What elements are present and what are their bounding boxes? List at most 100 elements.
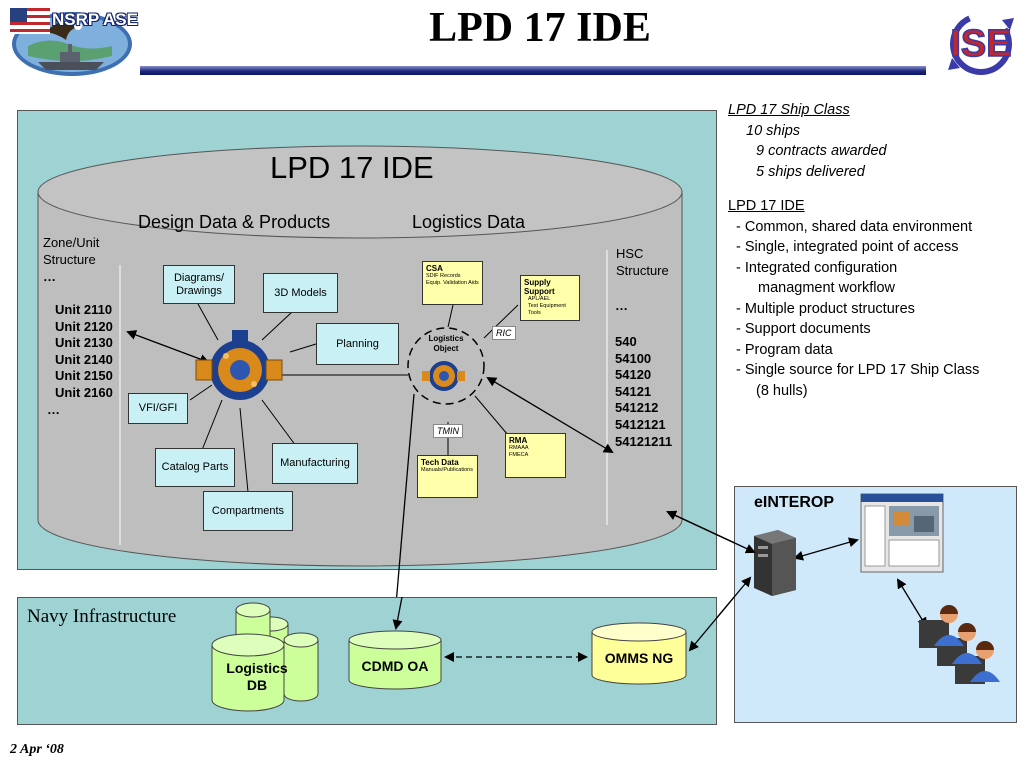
unit-item: Unit 2150 (55, 368, 113, 384)
tech-data-box[interactable]: Tech Data Manuals/Publications (417, 455, 478, 498)
logistics-to-cdmd-arrow (389, 393, 415, 630)
einterop-canvas (754, 493, 1000, 684)
logistics-gear-icon (422, 361, 465, 391)
cdmd-db-icon (348, 630, 442, 690)
ide-line: - Single, integrated point of access (736, 239, 959, 255)
gear-pump-icon (195, 330, 283, 400)
rma-line: RMAAA (509, 445, 529, 451)
supply-title-line-1: Supply (524, 278, 551, 287)
catalog-parts-box[interactable]: Catalog Parts (155, 448, 235, 487)
diagrams-line-2: Drawings (176, 284, 222, 297)
csa-box[interactable]: CSA SDIF Records Equip. Validation Aids (422, 261, 483, 305)
ship-class-line: 5 ships delivered (756, 163, 865, 180)
ide-line: - Single source for LPD 17 Ship Class (736, 362, 980, 378)
hsc-code: 54120 (615, 367, 652, 383)
server-omms-arrow-canvas (666, 510, 756, 652)
design-connectors (189, 303, 408, 493)
eagle-icon (46, 21, 82, 40)
zone-label-line-1: Zone/Unit (43, 235, 100, 250)
right-notes: LPD 17 Ship Class 10 ships 9 contracts a… (728, 100, 1024, 401)
supply-line: Tools (528, 310, 541, 316)
supply-line: Test Equipment (528, 303, 566, 309)
hsc-code: 54100 (615, 350, 652, 366)
logistics-data-label: Logistics Data (412, 212, 526, 232)
unit-item: Unit 2110 (55, 302, 113, 317)
ide-line: - Program data (736, 341, 833, 358)
csa-line: SDIF Records (426, 273, 461, 279)
ise-logo-text: ISE (950, 23, 1011, 65)
manufacturing-box[interactable]: Manufacturing (272, 443, 358, 484)
hsc-label-line-1: HSC (616, 246, 644, 261)
3d-models-box[interactable]: 3D Models (263, 273, 338, 313)
rma-line: FMECA (509, 452, 529, 458)
cdmd-oa-label[interactable]: CDMD OA (361, 658, 429, 674)
page-title: LPD 17 IDE (429, 5, 651, 51)
hsc-code: 54121 (615, 383, 652, 399)
logistics-object-line-2: Object (433, 344, 459, 353)
logistics-object-label: Logistics Object (412, 334, 480, 354)
supply-line: APL/AEL (528, 296, 551, 302)
diagrams-line-1: Diagrams/ (173, 271, 225, 284)
logistics-object-line-1: Logistics (428, 334, 464, 343)
nsrp-ase-logo (8, 6, 136, 78)
rma-title: RMA (509, 436, 528, 445)
unit-item: Unit 2160 (55, 384, 113, 400)
zone-structure-label: Zone/Unit Structure … (43, 234, 99, 285)
navy-infrastructure-title: Navy Infrastructure (27, 606, 177, 627)
omms-db-icon (591, 622, 687, 685)
navy-canvas (211, 597, 687, 712)
supply-title-line-2: Support (524, 287, 555, 296)
ship-class-line: 10 ships (746, 122, 801, 139)
planning-box[interactable]: Planning (316, 323, 399, 365)
hsc-code: 540 (615, 334, 637, 349)
users-icon (919, 605, 1000, 684)
hsc-structure-label: HSC Structure (616, 245, 669, 279)
flag-icon (10, 8, 50, 34)
cylinder-title: LPD 17 IDE (270, 150, 434, 185)
unit-item: Unit 2120 (55, 318, 113, 334)
einterop-title: eINTEROP (754, 494, 835, 511)
logistics-db-icon (211, 602, 319, 712)
ric-tag: RIC (492, 326, 516, 340)
ide-line: - Integrated configuration (736, 259, 898, 276)
csa-title: CSA (426, 264, 443, 273)
unit-list: Unit 2110 Unit 2120 Unit 2130 Unit 2140 … (55, 302, 113, 402)
zone-ellipsis: … (43, 269, 56, 284)
tech-line: Manuals/Publications (421, 467, 473, 473)
hsc-label-line-2: Structure (616, 263, 669, 278)
footer-date: 2 Apr ‘08 (10, 742, 64, 757)
ide-line: - Multiple product structures (736, 300, 915, 317)
unit-to-design-arrow (126, 330, 210, 364)
tech-title: Tech Data (421, 458, 459, 467)
hsc-to-logistics-arrow (486, 376, 614, 454)
tmin-tag: TMIN (433, 424, 463, 438)
hsc-code: 541212 (615, 400, 659, 416)
compartments-box[interactable]: Compartments (203, 491, 293, 531)
csa-line: Equip. Validation Aids (426, 280, 479, 286)
ise-logo: ISE (940, 10, 1022, 76)
ide-line: - Common, shared data environment (736, 218, 973, 235)
ide-line: - Support documents (736, 321, 871, 337)
hsc-code: 54121211 (615, 433, 673, 449)
ide-line: managment workflow (758, 280, 895, 296)
vfi-gfi-box[interactable]: VFI/GFI (128, 393, 188, 424)
ide-heading: LPD 17 IDE (728, 198, 805, 214)
hsc-code-list: 540 54100 54120 54121 541212 5412121 541… (615, 334, 672, 450)
rma-box[interactable]: RMA RMAAA FMECA (505, 433, 566, 478)
logistics-db-line-1: Logistics (226, 660, 288, 676)
logistics-db-line-2: DB (246, 677, 268, 693)
unit-ellipsis: … (47, 402, 60, 417)
ship-class-line: 9 contracts awarded (756, 143, 887, 159)
logo-text: NSRP ASE (52, 10, 138, 29)
ship-class-heading: LPD 17 Ship Class (728, 102, 850, 118)
supply-support-box[interactable]: Supply Support APL/AEL Test Equipment To… (520, 275, 580, 321)
title-underline-bar (140, 66, 926, 75)
unit-item: Unit 2130 (55, 335, 113, 351)
omms-ng-label[interactable]: OMMS NG (604, 650, 674, 666)
ship-icon (38, 44, 104, 70)
logistics-db-label: Logistics DB (212, 660, 302, 694)
diagrams-drawings-box[interactable]: Diagrams/ Drawings (163, 265, 235, 304)
unit-item: Unit 2140 (55, 351, 113, 367)
ide-line: (8 hulls) (756, 382, 808, 399)
hsc-ellipsis: … (615, 298, 628, 313)
